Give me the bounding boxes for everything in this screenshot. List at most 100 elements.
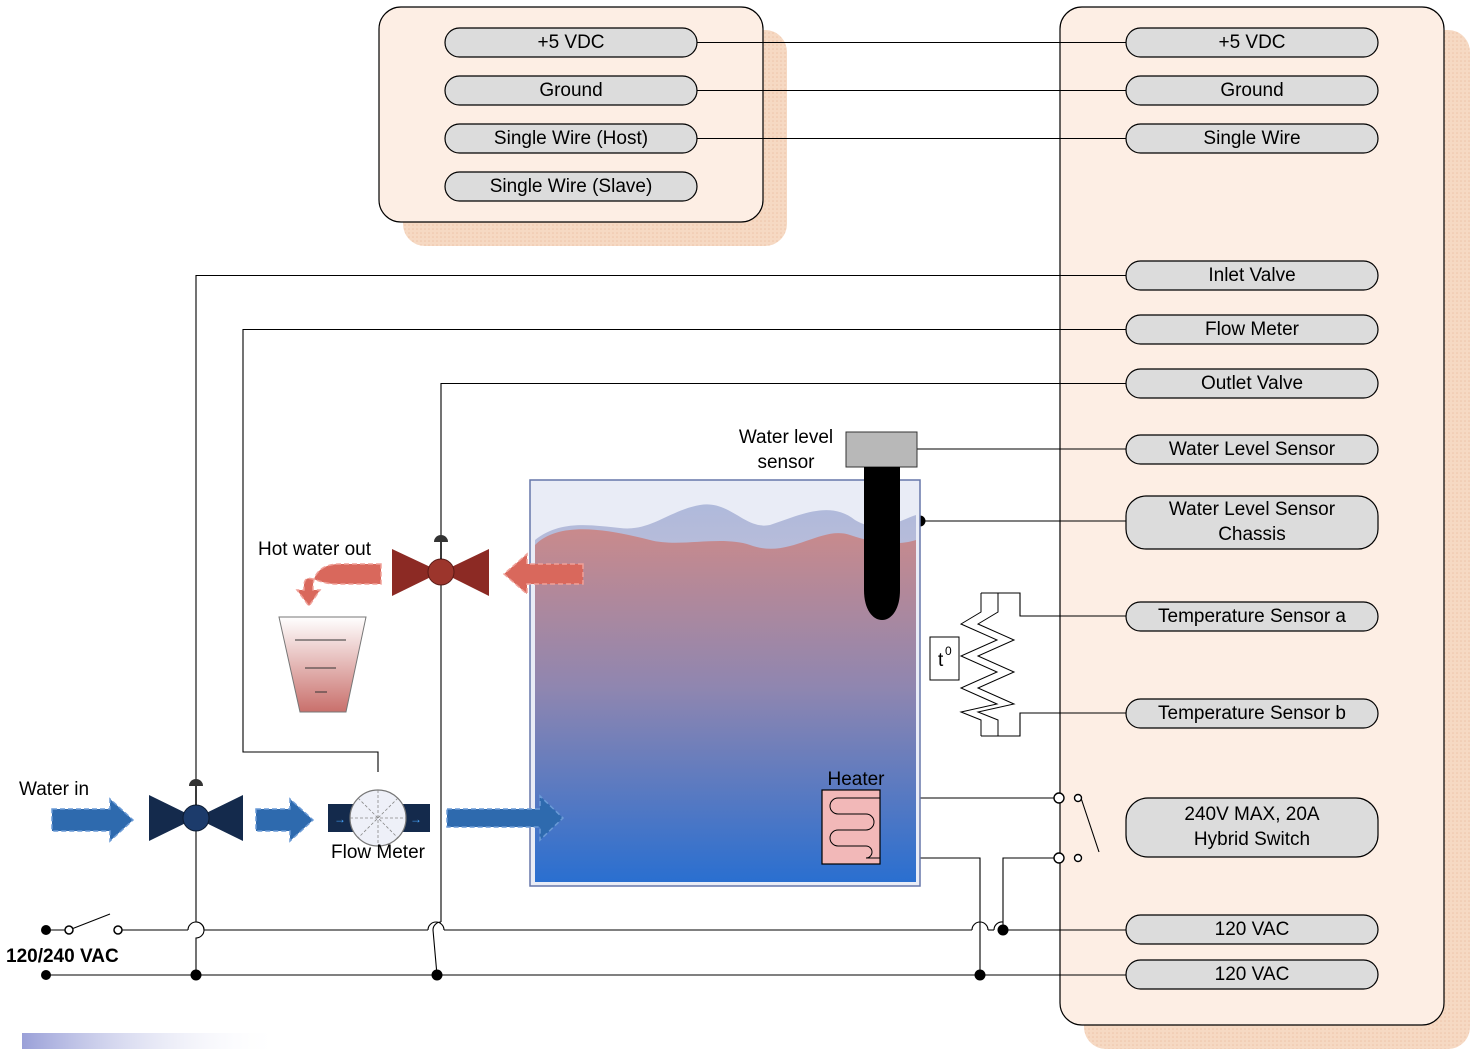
water-tank bbox=[529, 479, 921, 887]
inlet-valve[interactable] bbox=[149, 779, 243, 841]
inlet-flow: Water in → → Flow Meter bbox=[19, 779, 565, 863]
ctrl-pin-hybrid-switch[interactable]: 240V MAX, 20A Hybrid Switch bbox=[1125, 797, 1379, 858]
ctrl-pin-temp-sensor-b[interactable]: Temperature Sensor b bbox=[1125, 698, 1379, 729]
supply-switch-contact bbox=[113, 925, 123, 935]
flow-arrow-2 bbox=[255, 797, 315, 843]
rail-top-hop-2 bbox=[427, 921, 445, 931]
controller-panel: +5 VDC Ground Single Wire Inlet Valve Fl… bbox=[1059, 6, 1470, 1049]
flow-meter-spokes bbox=[350, 790, 406, 846]
ctrl-pin-120vac-1[interactable]: 120 VAC bbox=[1125, 914, 1379, 945]
level-sensor-label-line2: sensor bbox=[757, 452, 815, 473]
water-level-sensor: Water level sensor bbox=[739, 427, 918, 620]
inlet-valve-body bbox=[182, 804, 210, 832]
outlet-valve-body bbox=[427, 558, 455, 586]
temperature-sensor: t 0 bbox=[929, 593, 1016, 736]
host-panel bbox=[378, 6, 764, 223]
water-body bbox=[535, 529, 916, 882]
wire-temp-a bbox=[981, 592, 1126, 617]
heater-body bbox=[821, 789, 881, 865]
outlet-valve[interactable] bbox=[392, 535, 489, 596]
heater-label: Heater bbox=[827, 769, 885, 790]
wiring bbox=[46, 41, 1126, 976]
junctions bbox=[41, 515, 1083, 981]
ctrl-pin-inlet-valve-label: Inlet Valve bbox=[1208, 265, 1295, 286]
inlet-valve-right-wing bbox=[196, 795, 243, 841]
flow-meter-label: Flow Meter bbox=[331, 842, 426, 863]
thermistor-zigzag-outer bbox=[959, 593, 999, 736]
ctrl-pin-hybrid-switch-line1: 240V MAX, 20A bbox=[1184, 804, 1320, 825]
host-pin-single-wire-host[interactable]: Single Wire (Host) bbox=[444, 123, 698, 154]
flow-into-tank-arrow bbox=[446, 794, 565, 842]
wire-temp-b bbox=[981, 712, 1126, 737]
ctrl-pin-flow-meter[interactable]: Flow Meter bbox=[1125, 314, 1379, 345]
ctrl-pin-water-level-chassis[interactable]: Water Level Sensor Chassis bbox=[1125, 495, 1379, 550]
ctrl-pin-120vac-2[interactable]: 120 VAC bbox=[1125, 959, 1379, 990]
thermistor-symbol: t bbox=[938, 650, 944, 671]
flow-meter-arrow-right-icon: → bbox=[410, 812, 422, 826]
host-pin-ground[interactable]: Ground bbox=[444, 75, 698, 106]
wire-outlet-valve-hop bbox=[432, 921, 442, 976]
host-pin-5vdc[interactable]: +5 VDC bbox=[444, 27, 698, 58]
junction-inlet bbox=[190, 969, 202, 981]
outlet-flow: Hot water out bbox=[258, 535, 584, 713]
ctrl-pin-hybrid-switch-line2: Hybrid Switch bbox=[1194, 829, 1310, 850]
heater: Heater bbox=[821, 769, 885, 865]
thermistor-superscript: 0 bbox=[945, 644, 952, 658]
ctrl-pin-ground[interactable]: Ground bbox=[1125, 75, 1379, 106]
supply-terminal-bottom bbox=[41, 970, 51, 980]
ctrl-pin-120vac-2-label: 120 VAC bbox=[1215, 964, 1290, 985]
ctrl-pin-water-level-sensor[interactable]: Water Level Sensor bbox=[1125, 434, 1379, 465]
flow-meter[interactable]: → → Flow Meter bbox=[328, 789, 430, 863]
ctrl-pin-temp-sensor-b-label: Temperature Sensor b bbox=[1158, 703, 1346, 724]
ctrl-pin-outlet-valve[interactable]: Outlet Valve bbox=[1125, 368, 1379, 399]
wire-switch-return bbox=[1002, 857, 1057, 930]
host-pin-ground-label: Ground bbox=[539, 80, 602, 101]
switch-pivot-top bbox=[1073, 793, 1083, 803]
hot-water-out-arrow bbox=[295, 563, 382, 608]
ctrl-pin-flow-meter-label: Flow Meter bbox=[1205, 319, 1300, 340]
inlet-valve-left-wing bbox=[149, 795, 196, 841]
ctrl-pin-water-level-chassis-line2: Chassis bbox=[1218, 524, 1286, 545]
wire-flow-meter bbox=[242, 328, 1126, 772]
footer-gradient-bar bbox=[22, 1033, 282, 1049]
inlet-valve-actuator bbox=[189, 779, 203, 786]
wire-outlet-valve bbox=[440, 382, 1126, 922]
ctrl-pin-5vdc[interactable]: +5 VDC bbox=[1125, 27, 1379, 58]
ctrl-pin-ground-label: Ground bbox=[1220, 80, 1283, 101]
outlet-valve-right-wing bbox=[441, 549, 489, 596]
water-in-arrow bbox=[51, 797, 135, 843]
heater-coil bbox=[829, 797, 880, 859]
host-pin-single-wire-host-label: Single Wire (Host) bbox=[494, 128, 648, 149]
cup bbox=[278, 616, 367, 713]
ctrl-pin-outlet-valve-label: Outlet Valve bbox=[1201, 373, 1303, 394]
junction-outlet bbox=[431, 969, 443, 981]
ctrl-pin-120vac-1-label: 120 VAC bbox=[1215, 919, 1290, 940]
rail-top-hop-1 bbox=[187, 921, 205, 931]
rail-top-hop-4 bbox=[993, 921, 1004, 931]
flow-out-of-tank-arrow bbox=[502, 552, 584, 596]
thermistor-symbol-box bbox=[929, 636, 960, 681]
wire-inlet-valve bbox=[195, 274, 1126, 922]
hybrid-switch-blade bbox=[1080, 797, 1100, 853]
junction-switch bbox=[997, 924, 1009, 936]
ctrl-pin-5vdc-label: +5 VDC bbox=[1218, 32, 1285, 53]
host-pin-single-wire-slave[interactable]: Single Wire (Slave) bbox=[444, 171, 698, 202]
ctrl-pin-water-level-sensor-label: Water Level Sensor bbox=[1169, 439, 1336, 460]
ctrl-pin-temp-sensor-a-label: Temperature Sensor a bbox=[1158, 606, 1346, 627]
level-sensor-head bbox=[845, 431, 918, 468]
switch-contact-bottom bbox=[1053, 852, 1065, 864]
host-pin-5vdc-label: +5 VDC bbox=[537, 32, 604, 53]
ctrl-pin-water-level-chassis-line1: Water Level Sensor bbox=[1169, 499, 1336, 520]
supply-switch-pivot bbox=[64, 925, 74, 935]
ctrl-pin-single-wire[interactable]: Single Wire bbox=[1125, 123, 1379, 154]
ctrl-pin-single-wire-label: Single Wire bbox=[1203, 128, 1300, 149]
flow-meter-arrow-left-icon: → bbox=[334, 812, 346, 826]
junction-heater bbox=[974, 969, 986, 981]
cup-body bbox=[278, 616, 367, 713]
ctrl-pin-inlet-valve[interactable]: Inlet Valve bbox=[1125, 260, 1379, 291]
ctrl-pin-temp-sensor-a[interactable]: Temperature Sensor a bbox=[1125, 601, 1379, 632]
switch-contact-top bbox=[1053, 792, 1065, 804]
water-in-label: Water in bbox=[19, 779, 89, 800]
